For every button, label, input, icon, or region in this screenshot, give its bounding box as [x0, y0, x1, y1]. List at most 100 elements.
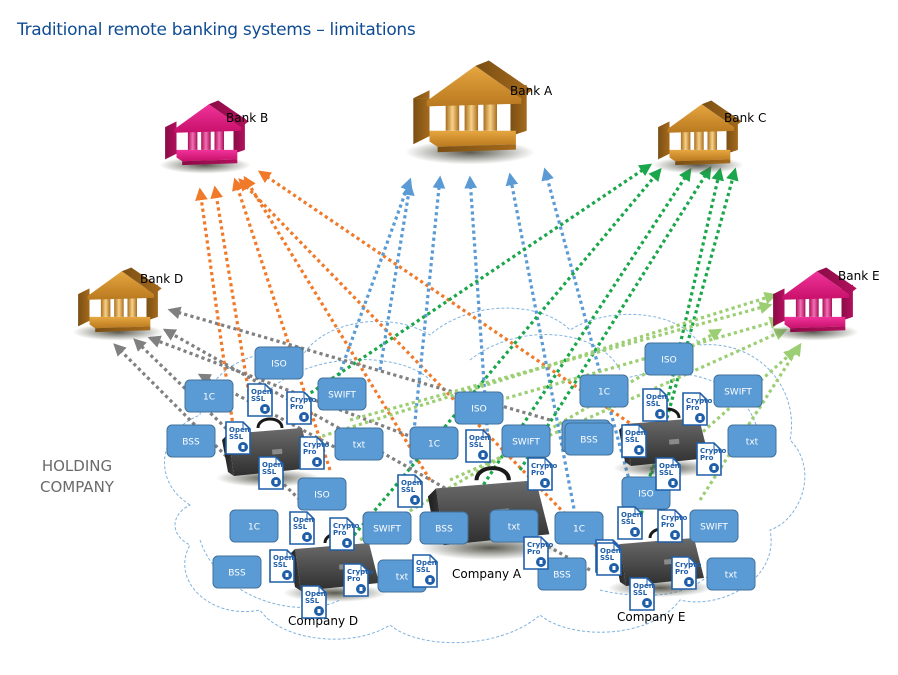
format-box-label: BSS — [435, 525, 453, 535]
doc-label: Pro — [661, 521, 675, 529]
lock-icon — [314, 606, 324, 616]
doc-label: Open — [469, 434, 490, 442]
format-box-label: 1C — [573, 525, 585, 535]
connection-line — [658, 348, 797, 472]
lock-icon — [260, 404, 270, 414]
lock-icon — [668, 478, 678, 488]
format-box-label: ISO — [638, 490, 653, 500]
format-box-bss: BSS — [537, 557, 587, 591]
doc-label: Crypto — [531, 462, 558, 470]
format-box-1c: 1C — [409, 426, 459, 460]
format-box-swift: SWIFT — [317, 377, 367, 411]
doc-label: Pro — [675, 568, 689, 576]
doc-label: SSL — [625, 436, 640, 444]
format-box-iso: ISO — [254, 346, 304, 380]
doc-label: SSL — [633, 589, 648, 597]
holding-line-1: HOLDING — [41, 457, 113, 475]
doc-label: Open — [305, 590, 326, 598]
bank-icon — [165, 100, 249, 166]
lock-icon — [282, 570, 292, 580]
bank-d — [72, 267, 164, 341]
bank-e — [767, 267, 859, 341]
doc-label: SSL — [600, 554, 615, 562]
lock-icon — [356, 584, 366, 594]
lock-icon — [425, 575, 435, 585]
doc-label: Open — [600, 547, 621, 555]
doc-label: Crypto — [661, 514, 688, 522]
format-box-bss: BSS — [419, 511, 469, 545]
doc-label: Open — [401, 479, 422, 487]
bank-label: Bank E — [838, 269, 880, 283]
lock-icon — [630, 527, 640, 537]
format-box-1c: 1C — [229, 509, 279, 543]
doc-label: SSL — [659, 469, 674, 477]
connection-line — [541, 167, 642, 521]
lock-icon — [684, 577, 694, 587]
format-box-1c: 1C — [579, 374, 629, 408]
format-box-label: txt — [508, 523, 521, 533]
format-box-iso: ISO — [297, 477, 347, 511]
bank-label: Bank D — [140, 272, 183, 286]
format-box-label: 1C — [598, 388, 610, 398]
connection-line — [349, 301, 773, 422]
format-box-label: 1C — [248, 523, 260, 533]
doc-label: Open — [251, 388, 272, 396]
format-box-txt: txt — [334, 427, 384, 461]
lock-icon — [238, 442, 248, 452]
doc-label: SSL — [401, 486, 416, 494]
format-box-label: SWIFT — [328, 391, 356, 401]
format-box-iso: ISO — [454, 391, 504, 425]
connection-line — [518, 165, 712, 471]
bank-a — [405, 60, 535, 165]
format-box-swift: SWIFT — [689, 509, 739, 543]
format-box-label: BSS — [553, 571, 571, 581]
format-box-label: BSS — [182, 438, 200, 448]
doc-label: Pro — [303, 448, 317, 456]
connection-line — [113, 343, 242, 472]
lock-icon — [634, 445, 644, 455]
doc-label: SSL — [229, 433, 244, 441]
bank-c — [652, 100, 744, 174]
bank-b — [159, 100, 251, 174]
format-box-label: BSS — [228, 569, 246, 579]
lock-icon — [312, 457, 322, 467]
doc-label: Pro — [290, 403, 304, 411]
lock-icon — [302, 532, 312, 542]
lock-icon — [709, 463, 719, 473]
format-box-label: SWIFT — [512, 438, 540, 448]
connection-line — [464, 175, 492, 471]
format-box-label: txt — [746, 438, 759, 448]
connection-line — [698, 342, 802, 501]
lock-icon — [536, 557, 546, 567]
format-box-1c: 1C — [554, 511, 604, 545]
format-box-label: txt — [396, 573, 409, 583]
format-box-label: ISO — [471, 405, 486, 415]
doc-label: SSL — [621, 518, 636, 526]
format-box-1c: 1C — [184, 379, 234, 413]
lock-icon — [655, 409, 665, 419]
cloud-inner-2 — [469, 334, 621, 371]
doc-label: Open — [646, 393, 667, 401]
company-label: Company E — [617, 610, 685, 624]
lock-icon — [271, 477, 281, 487]
doc-label: Crypto — [686, 397, 713, 405]
doc-label: Open — [262, 461, 283, 469]
lock-icon — [609, 563, 619, 573]
holding-line-2: COMPANY — [40, 478, 114, 496]
doc-label: Pro — [527, 548, 541, 556]
doc-label: Crypto — [333, 522, 360, 530]
lock-icon — [342, 538, 352, 548]
connection-line — [378, 182, 415, 371]
format-box-label: BSS — [580, 436, 598, 446]
lock-icon — [670, 530, 680, 540]
